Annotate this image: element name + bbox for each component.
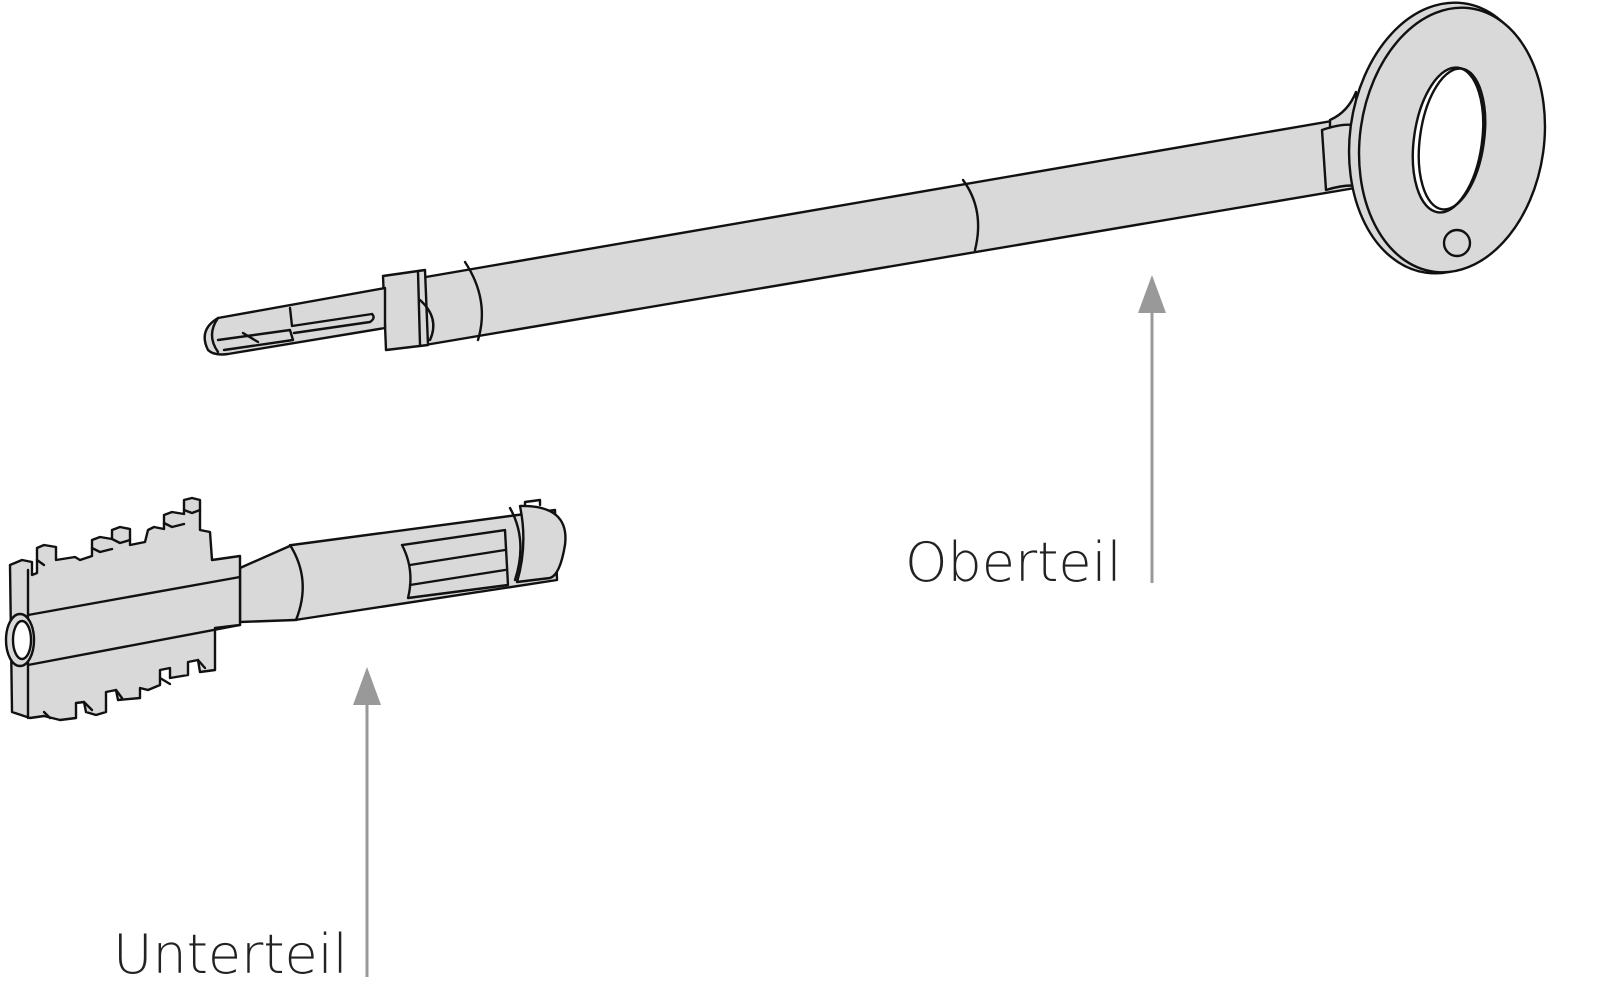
- bow-small-hole: [1442, 228, 1472, 258]
- lower-shaft: [238, 508, 559, 624]
- label-oberteil: Oberteil: [905, 531, 1122, 594]
- upper-tip: [203, 286, 387, 356]
- lower-key-bit: [8, 496, 242, 722]
- upper-shaft: [418, 115, 1357, 347]
- upper-key-part: [203, 1, 1547, 356]
- arrow-lower: [353, 667, 381, 977]
- lower-key-part: [4, 496, 567, 722]
- upper-bow: [1347, 1, 1547, 275]
- label-unterteil: Unterteil: [113, 923, 348, 986]
- arrow-upper: [1138, 275, 1166, 583]
